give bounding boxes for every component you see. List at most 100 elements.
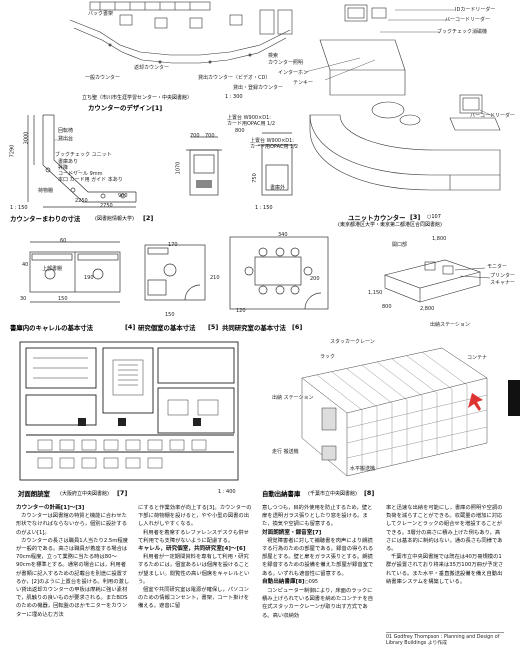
counter-design-plan-drawing [69, 1, 293, 64]
counter-perspective-drawing [304, 4, 501, 191]
fig8-label-station: 出納ステーション [430, 322, 470, 328]
fig10-caption-num: [8] [364, 489, 375, 497]
fig2-label-idcard-reader: IDカードリーダー [455, 7, 496, 13]
paragraph: 率と迅速な出納を可能にし，書庫の照明や空調の負荷を減らすことができる。収蔵量の増… [386, 505, 503, 553]
heading-carrel: キャレル，研究個室，共同研究室[4]〜[6] [138, 546, 246, 553]
paragraph: 個室や共同研究室は電源が確保し，パソコンのための情報コンセント，書架，コート掛け… [138, 587, 250, 610]
fig1-label-counter-light: カウンター照明 [268, 60, 304, 66]
fig3-label-desk: 貸出台 [58, 136, 74, 142]
fig6-caption: 研究個室の基本寸法 [138, 324, 196, 332]
fig3-label-bookcheck: ブックチェック ユニット [55, 152, 112, 158]
back-shelf-label: バック書架 [88, 11, 114, 17]
fig1-caption-sub: 立ち聖（市川市生涯学習センター・中央図書館） [82, 95, 193, 101]
fig9-caption-sub: (大阪府立中央図書館) [60, 491, 109, 497]
paragraph: カウンターは図書館の特質と機能に合わせた形状でなければならないから，個別に設計す… [16, 513, 128, 536]
fig3-dim-900: 900 [118, 193, 128, 199]
fig7-caption: 共同研究室の基本寸法 [222, 324, 286, 332]
fig10-label-station: 出納 ステーション [272, 395, 314, 401]
fig3-label-lift: 昇降 [58, 165, 69, 171]
automated-storage-drawing [301, 347, 488, 477]
fig4-caption: ユニットカウンター [348, 214, 406, 222]
fig8-dim-800: 800 [382, 304, 392, 310]
fig8-label-monitor: モニター [487, 264, 508, 270]
fig2-label-tenkey: テンキー [293, 80, 314, 86]
fig2-label-demagnetizer: ブックチェック消磁機 [437, 29, 488, 35]
fig5-dim-40: 40 [22, 262, 29, 268]
fig10-label-rack: ラック [320, 354, 336, 360]
fig3-dim-3000: 3000 [23, 131, 30, 145]
text-column-2: にすると作業効率が向上する[3]。カウンターの下部に荷物棚を設けると，やや小型の… [138, 504, 252, 611]
paragraph: コンピューター制御により，床面のラックに積み上げられている図書を納めたコンテナを… [262, 588, 374, 619]
text-column-1: カウンターの計画[1]〜[3] カウンターは図書館の特質と機能に合わせた形状でな… [16, 504, 130, 619]
fig7-dim-340: 340 [278, 232, 288, 238]
fig4-dim-800: 800 [235, 128, 245, 134]
fig4-label-opac-2: カード用OPAC用 1/2 [250, 144, 299, 150]
fig10-label-horizontal-carrier: 水平搬送機 [350, 466, 376, 472]
fig5-dim-60: 60 [60, 238, 67, 244]
fig4-label-outside: 書庫外 [270, 185, 286, 191]
fig5-label-upper-shelf: 上部書棚 [42, 266, 63, 272]
fig2-label-barcode-reader-2: バーコードリーダー [470, 113, 516, 119]
fig3-label-stack: 書庫あり [58, 159, 79, 165]
fig1-label-av-counter: 貸出カウンター（ビデオ・CD） [198, 75, 271, 81]
fig1-label-loan-registration: 貸出・登録カウンター [233, 85, 284, 91]
fig3-caption-sub: (図書館情報大学) [95, 216, 134, 222]
fig3-label-luggage: 荷物棚 [38, 188, 54, 194]
fig3-dim-2750: 2750 [100, 203, 113, 209]
paragraph: 視覚障害者に対して補聴書を肉声により朗読する行為のための部屋である。録音の得られ… [262, 537, 374, 577]
paragraph: 意しつつも，目的外使用を防止するため，壁と扉を透明ガラス張りとしたり窓を設ける。… [262, 505, 373, 528]
fig8-dim-1150: 1,150 [368, 290, 383, 296]
text-column-3: 意しつつも，目的外使用を防止するため，壁と扉を透明ガラス張りとしたり窓を設ける。… [262, 504, 376, 620]
fig9-caption: 対面朗読室 [18, 490, 50, 498]
fig8-label-scanner: スキャナー [490, 280, 516, 286]
fig7-dim-200: 200 [310, 276, 320, 282]
fig6-caption-num: [5] [208, 323, 219, 331]
carrel-plan-drawing [29, 241, 121, 303]
fig5-caption-num: [4] [125, 323, 136, 331]
fig8-dim-1800: 1,800 [432, 236, 447, 242]
heading-reading-room: 対面朗読室・録音室[7] [262, 529, 322, 536]
fig4-caption-ref: ○107 [427, 214, 441, 220]
fig2-label-barcode-reader-1: バーコードリーダー [445, 17, 491, 23]
fig8-label-opening: 開口部 [392, 242, 408, 248]
fig4-scale: 1 : 150 [255, 205, 273, 211]
fig4-dim-700a: 700 [190, 133, 200, 139]
page-edge-tab [508, 380, 520, 416]
fig8-label-printer: プリンター [490, 273, 516, 279]
fig6-dim-210: 210 [210, 275, 220, 281]
fig1-label-return-counter: 返却カウンター [134, 65, 170, 71]
joint-research-room-plan-drawing [229, 236, 329, 310]
fig5-caption: 書庫内のキャレルの基本寸法 [10, 324, 94, 332]
fig10-label-container: コンテナ [467, 355, 488, 361]
fig10-caption-sub: (千葉市立中央図書館) [308, 491, 357, 497]
fig9-caption-num: [7] [117, 489, 128, 497]
fig3-label-cord-reel: コードリール 9mm [58, 171, 103, 177]
fig4-label-top-stand-1: 上置台 W900×D1: [227, 115, 271, 121]
fig4-caption-num: [3] [410, 213, 421, 221]
fig3-caption: カウンターまわりの寸法 [10, 215, 81, 223]
fig6-dim-170: 170 [168, 242, 178, 248]
fig3-caption-num: [2] [143, 214, 154, 222]
heading-automated-storage: 自動出納書庫[8]○095 [262, 578, 318, 585]
counter-dimension-plan-drawing [27, 114, 137, 208]
fig8-dim-2800: 2,800 [420, 306, 435, 312]
fig7-caption-num: [6] [292, 323, 303, 331]
reference-mark: ○095 [304, 579, 318, 585]
fig4-dim-1070: 1070 [175, 161, 182, 175]
unit-counter-section-drawing [186, 132, 296, 196]
paragraph: にすると作業効率が向上する[3]。カウンターの下部に荷物棚を設けると，やや小型の… [138, 505, 252, 528]
fig4-dim-750: 750 [251, 173, 258, 183]
fig9-scale: 1 : 400 [218, 489, 236, 495]
fig3-scale: 1 : 150 [10, 205, 28, 211]
retrieval-station-drawing [383, 259, 491, 303]
fig3-label-chair: 回転椅 [58, 128, 74, 134]
fig3-label-card-guide: 本口 カード用 ガイド 本あり [58, 177, 123, 183]
text-column-4: 率と迅速な出納を可能にし，書庫の照明や空調の負荷を減らすことができる。収蔵量の増… [386, 504, 504, 586]
fig7-dim-120: 120 [236, 308, 246, 314]
fig4-label-opac-1: カード用OPAC用 1/2 [227, 121, 276, 127]
fig10-caption: 自動出納書庫 [262, 490, 301, 498]
fig5-dim-190: 190 [84, 275, 94, 281]
fig1-scale: 1 : 300 [225, 94, 243, 100]
fig1-label-search: 検索 [268, 53, 279, 59]
fig5-dim-30: 30 [20, 296, 27, 302]
